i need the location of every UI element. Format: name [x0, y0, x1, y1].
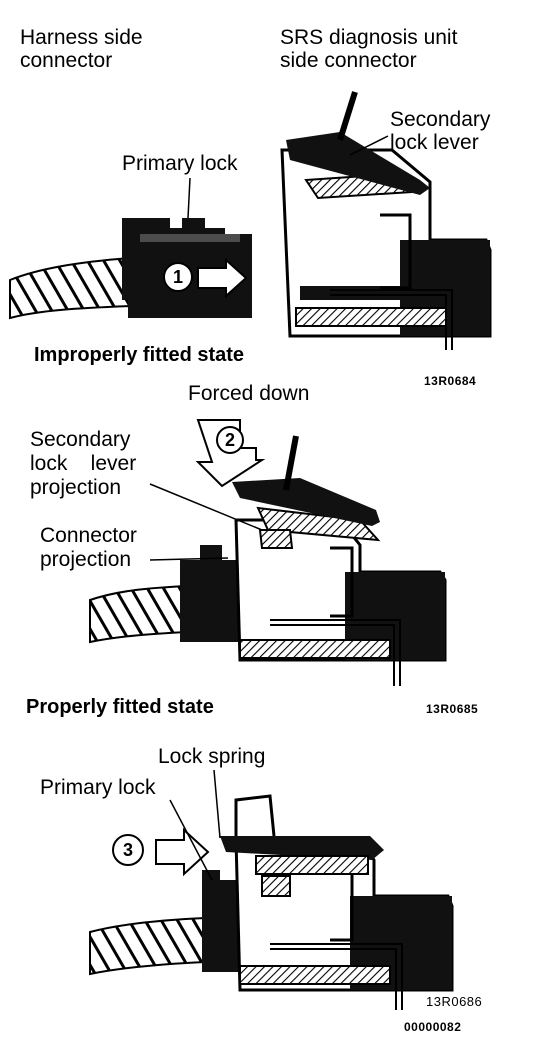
- panel1-drawing: [9, 91, 492, 350]
- figure-code-1: 13R0684: [424, 374, 477, 388]
- harness-cable: [9, 256, 134, 320]
- proper-state-caption: Properly fitted state: [26, 696, 214, 718]
- lever-projection-line3: projection: [30, 476, 122, 499]
- step1-circle: [163, 262, 193, 292]
- lock-spring: [220, 836, 384, 860]
- figure-code-2: 13R0685: [426, 702, 479, 716]
- panel3-drawing: [89, 769, 454, 1010]
- step3-number: 3: [122, 840, 133, 860]
- secondary-lock-label-line2: lock lever: [390, 131, 479, 154]
- document-code: 00000082: [404, 1020, 462, 1034]
- improper-state-caption: Improperly fitted state: [34, 344, 245, 366]
- push-arrow-1: [197, 257, 248, 299]
- step3-circle: [112, 834, 144, 866]
- figure-code-3: 13R0686: [426, 994, 483, 1009]
- push-arrow-3: [155, 827, 210, 877]
- panel2-drawing: [89, 419, 447, 686]
- harness-label-line1: Harness side: [20, 26, 143, 49]
- srs-label-line2: side connector: [280, 49, 417, 72]
- forced-down-label: Forced down: [188, 382, 310, 405]
- secondary-lock-label-line1: Secondary: [390, 108, 491, 131]
- connector-projection-line1: Connector: [40, 524, 137, 547]
- lock-spring-label: Lock spring: [158, 745, 266, 768]
- step1-number: 1: [172, 267, 183, 287]
- harness-label-line2: connector: [20, 49, 113, 72]
- srs-label-line1: SRS diagnosis unit: [280, 26, 458, 49]
- harness-cable-3: [89, 916, 207, 976]
- connector-projection-line2: projection: [40, 548, 132, 571]
- step2-number: 2: [224, 430, 235, 450]
- lever-projection-line1: Secondary: [30, 428, 131, 451]
- primary-lock-label: Primary lock: [122, 152, 238, 175]
- primary-lock-label-3: Primary lock: [40, 776, 156, 799]
- lever-projection-line2: lock lever: [30, 452, 137, 475]
- harness-cable-2: [89, 584, 188, 644]
- step2-circle: [216, 426, 244, 454]
